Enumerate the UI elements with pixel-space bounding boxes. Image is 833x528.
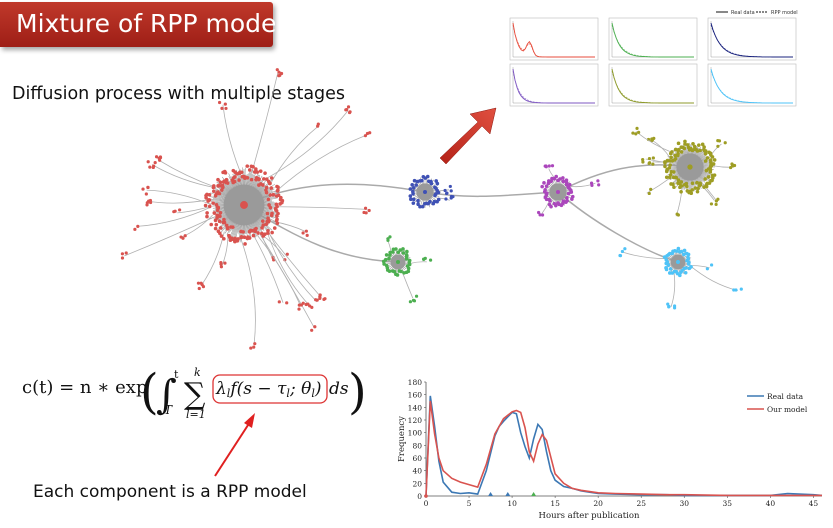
- series-line-1: [425, 395, 823, 497]
- equation-integral: ∫: [156, 372, 177, 418]
- x-tick-label: 35: [723, 499, 733, 508]
- mini-chart-6: [707, 63, 797, 107]
- green-cluster: [381, 235, 433, 304]
- slide-subtitle: Diffusion process with multiple stages: [12, 84, 346, 104]
- mini-chart-1: [509, 17, 599, 61]
- slide-title: Mixture of RPP model: [16, 9, 284, 38]
- mini-chart-5: [608, 63, 698, 107]
- x-tick-label: 5: [467, 499, 472, 508]
- title-banner: Mixture of RPP model: [0, 2, 283, 47]
- mini-chart-4: [509, 63, 599, 107]
- axis-marker: [505, 492, 511, 496]
- y-axis-label: Frequency: [397, 416, 407, 462]
- mini-legend-real: Real data: [731, 10, 755, 16]
- red-cluster: [120, 68, 372, 350]
- y-tick-label: 120: [408, 416, 423, 425]
- equation: c(t) = n ∗ exp ( ∫ t T ∑ k l=1 λlf(s − τ…: [22, 364, 367, 421]
- olive-cluster: [631, 126, 737, 217]
- axis-marker: [488, 492, 494, 496]
- edge-blue-purple: [424, 191, 559, 198]
- arrow-to-equation: [214, 413, 255, 477]
- y-tick-label: 160: [408, 391, 423, 400]
- y-tick-label: 0: [417, 492, 422, 501]
- series-line-2: [425, 400, 822, 497]
- slide-caption: Each component is a RPP model: [33, 482, 307, 502]
- y-tick-label: 180: [408, 378, 423, 387]
- origin-point: [424, 494, 428, 498]
- equation-int-upper: t: [174, 368, 179, 381]
- x-tick-label: 25: [636, 499, 646, 508]
- mini-charts-grid: [509, 17, 797, 107]
- edge-purple-cyan: [557, 191, 679, 263]
- mini-chart-3: [707, 17, 797, 61]
- equation-sum-upper: k: [194, 366, 201, 379]
- equation-open-paren: (: [140, 364, 159, 420]
- y-tick-label: 20: [412, 479, 422, 488]
- arrow-to-charts: [439, 107, 497, 165]
- edge-red-blue: [243, 183, 426, 206]
- x-axis-label: Hours after publication: [539, 511, 640, 521]
- axis-marker: [531, 492, 537, 496]
- y-tick-label: 40: [412, 467, 422, 476]
- mini-chart-2: [608, 17, 698, 61]
- x-tick-label: 10: [507, 499, 517, 508]
- y-tick-label: 80: [412, 441, 422, 450]
- equation-sum: ∑: [184, 377, 206, 412]
- equation-boxed-term: λlf(s − τl; θl): [215, 379, 322, 400]
- equation-lhs: c(t) = n ∗ exp: [22, 377, 147, 398]
- equation-sum-lower: l=1: [186, 408, 206, 421]
- x-tick-label: 45: [809, 499, 819, 508]
- y-tick-label: 140: [408, 403, 423, 412]
- x-tick-label: 0: [424, 499, 429, 508]
- x-tick-label: 15: [550, 499, 560, 508]
- legend-label-2: Our model: [767, 405, 808, 414]
- frequency-chart: 0 20 40 60 80 100 120 140 160 180 0 5 10 15 20 25 30 35 40…: [397, 378, 823, 521]
- network-edges: [243, 164, 691, 263]
- blue-cluster: [408, 174, 455, 209]
- y-tick-label: 100: [408, 429, 423, 438]
- x-tick-label: 20: [593, 499, 603, 508]
- diffusion-network: [120, 68, 743, 350]
- x-tick-label: 40: [766, 499, 776, 508]
- equation-tail: ds: [329, 379, 349, 399]
- equation-box: [212, 374, 328, 404]
- x-tick-label: 30: [679, 499, 689, 508]
- purple-cluster: [537, 164, 601, 217]
- mini-legend-model: RPP model: [771, 10, 798, 16]
- cluster-layer: [120, 68, 743, 350]
- y-tick-label: 60: [412, 454, 422, 463]
- equation-close-paren: ): [348, 364, 367, 420]
- equation-int-lower: T: [164, 403, 173, 417]
- cyan-cluster: [618, 246, 743, 310]
- legend-label-1: Real data: [767, 392, 804, 401]
